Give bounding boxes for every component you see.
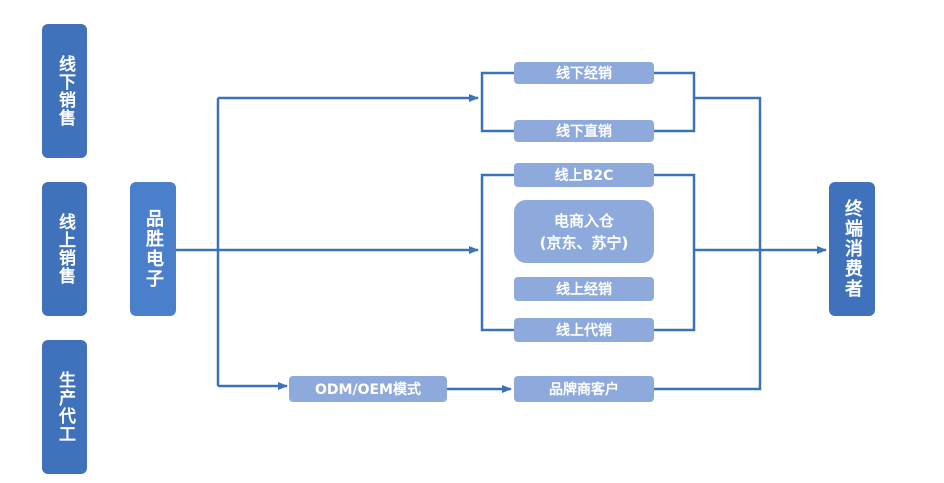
channel-online-b2c: 线上B2C: [514, 163, 654, 187]
offline-bracket-right: [654, 71, 696, 133]
channel-brand-clients: 品牌商客户: [514, 376, 654, 402]
online-bracket-left: [480, 173, 514, 332]
channel-brand-clients-label: 品牌商客户: [549, 382, 619, 398]
end-consumer-box: 终端消费者: [829, 182, 875, 316]
channel-online-agency: 线上代销: [514, 318, 654, 342]
channel-online-agency-label: 线上代销: [556, 323, 612, 339]
offline-to-consumer: [694, 96, 762, 250]
category-offline-sales-label: 线下销售: [55, 55, 75, 127]
channel-ecommerce-label-line1: 电商入仓: [553, 211, 614, 230]
channel-online-distribution-label: 线上经销: [556, 282, 612, 298]
brand-to-consumer: [654, 250, 762, 391]
channel-odm-oem-label: ODM/OEM模式: [315, 382, 421, 398]
channel-offline-direct-label: 线下直销: [556, 124, 612, 140]
channel-online-distribution: 线上经销: [514, 277, 654, 301]
channel-offline-direct: 线下直销: [514, 120, 654, 142]
channel-offline-distribution: 线下经销: [514, 62, 654, 84]
category-oem-label: 生产代工: [55, 371, 75, 443]
company-box: 品胜电子: [130, 182, 176, 316]
end-consumer-label: 终端消费者: [842, 199, 863, 299]
category-oem: 生产代工: [42, 340, 87, 474]
category-online-sales-label: 线上销售: [55, 213, 75, 285]
channel-ecommerce-label-line2: (京东、苏宁): [539, 233, 629, 252]
category-online-sales: 线上销售: [42, 182, 87, 316]
channel-ecommerce-warehouse: 电商入仓 (京东、苏宁): [514, 200, 654, 263]
channel-odm-oem: ODM/OEM模式: [289, 376, 447, 402]
channel-offline-distribution-label: 线下经销: [556, 66, 612, 82]
category-offline-sales: 线下销售: [42, 24, 87, 158]
channel-online-b2c-label: 线上B2C: [554, 168, 614, 184]
online-bracket-right: [654, 173, 696, 332]
offline-bracket-left: [480, 71, 514, 133]
company-label: 品胜电子: [143, 209, 164, 289]
